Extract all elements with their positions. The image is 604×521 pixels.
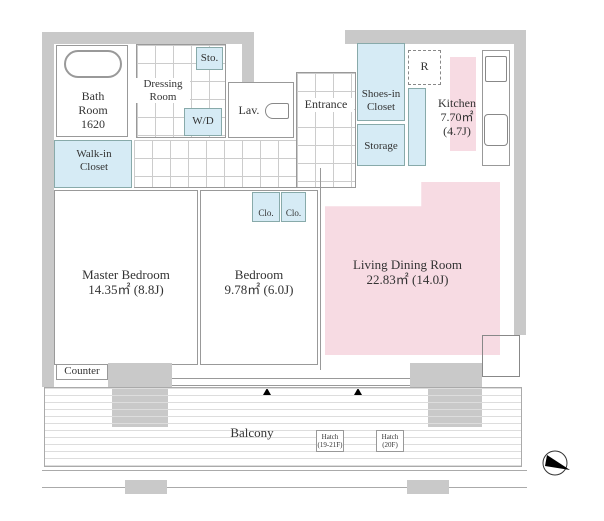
bedroom-area: 9.78㎡ (6.0J): [224, 281, 294, 297]
wall-top-right: [345, 30, 525, 44]
window-sill: [172, 378, 410, 386]
storage-small-label: Sto.: [200, 52, 219, 64]
hatch-a: Hatch(19-21F): [316, 430, 344, 453]
hatch-b-name: Hatch: [381, 433, 399, 441]
window-door: [482, 335, 520, 377]
bath-room-name: Bath Room: [78, 89, 108, 117]
entrance: [296, 72, 356, 188]
kitchen-floor-highlight: [450, 57, 476, 151]
wall-right: [514, 30, 526, 335]
master-bedroom-area: 14.35㎡ (8.8J): [88, 281, 164, 297]
sink-icon: [484, 114, 508, 146]
living-dining-room: [320, 168, 514, 370]
north-compass-icon: [542, 450, 570, 476]
closet-b-label: Clo.: [285, 208, 302, 218]
hatch-a-name: Hatch: [321, 433, 339, 441]
balcony-support-left: [125, 480, 167, 494]
lavatory-label: Lav.: [238, 103, 260, 117]
storage-label: Storage: [364, 140, 398, 152]
kitchen-jo: (4.7J): [443, 123, 471, 138]
storage-small: [196, 47, 223, 70]
entrance-label: Entrance: [298, 97, 354, 112]
closet-a: [252, 192, 280, 222]
walk-in-closet-label: Walk-in Closet: [76, 148, 112, 173]
fridge: [408, 50, 441, 85]
kitchen-counter: [482, 50, 510, 166]
kitchen-cabinet: [408, 88, 426, 166]
wall-left: [42, 32, 54, 387]
shoes-in-closet-label: Shoes-in Closet: [361, 88, 401, 113]
fridge-label: R: [420, 59, 429, 73]
counter-label: Counter: [64, 365, 100, 377]
ldr-floor-highlight: [325, 182, 500, 355]
counter: [56, 364, 108, 380]
hatch-b-floors: (20F): [382, 441, 398, 450]
balcony: [44, 387, 522, 467]
stove-icon: [485, 56, 507, 82]
kitchen-area: 7.70㎡: [440, 109, 474, 124]
wall-top-left: [42, 32, 254, 44]
washer-dryer-label: W/D: [192, 115, 214, 127]
wall-entrance: [242, 32, 254, 82]
bath-room-size: 1620: [81, 116, 105, 131]
bedroom-name: Bedroom: [234, 267, 284, 282]
closet-b: [281, 192, 306, 222]
pier-right: [410, 363, 482, 387]
closet-a-label: Clo.: [258, 208, 274, 218]
washer-dryer: [184, 108, 222, 136]
bathtub-icon: [64, 50, 122, 78]
hatch-b: Hatch(20F): [376, 430, 404, 453]
shoes-in-closet: [357, 43, 405, 121]
dressing-room-label: Dressing Room: [136, 78, 190, 104]
ldr-name: Living Dining Room: [352, 257, 463, 272]
master-bedroom-name: Master Bedroom: [82, 267, 170, 282]
ldr-area: 22.83㎡ (14.0J): [366, 271, 449, 287]
balcony-label: Balcony: [230, 425, 274, 440]
toilet-icon: [265, 103, 289, 119]
master-bedroom: [54, 190, 198, 365]
pier-left: [108, 363, 172, 387]
kitchen-name: Kitchen: [438, 96, 476, 110]
walk-in-closet: [54, 140, 132, 188]
balcony-rail: [42, 470, 527, 488]
hatch-a-floors: (19-21F): [317, 441, 343, 450]
storage: [357, 124, 405, 166]
balcony-support-right: [407, 480, 449, 494]
